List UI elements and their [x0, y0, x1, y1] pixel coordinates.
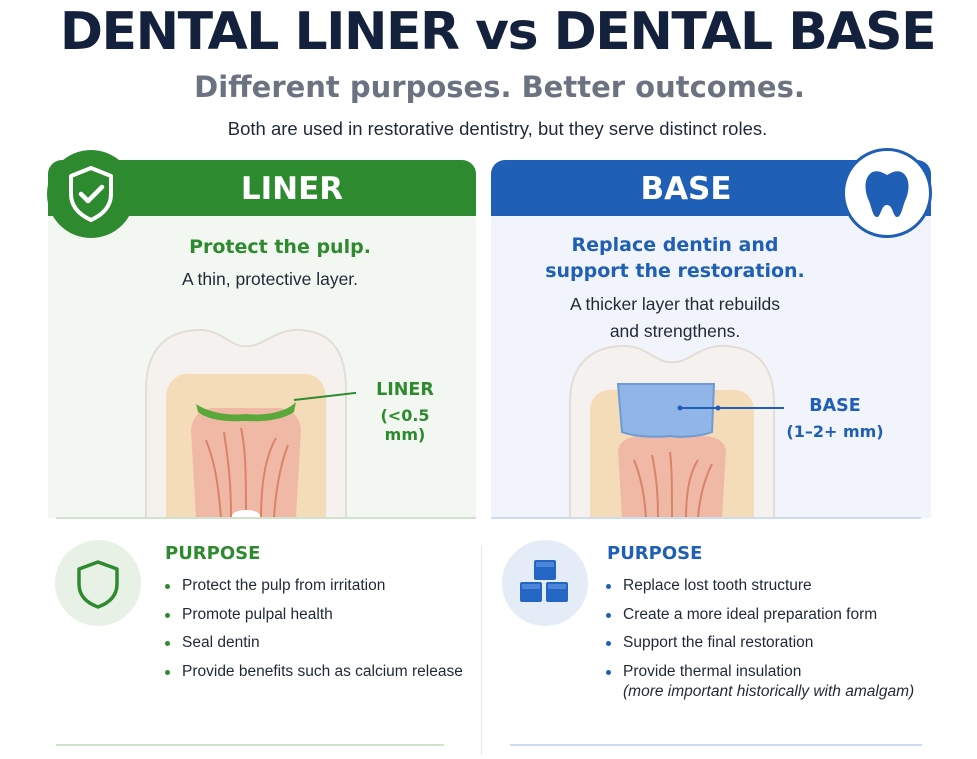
- list-item: Seal dentin: [164, 633, 464, 654]
- liner-tooth-illustration: [145, 328, 356, 518]
- page-subtitle: Different purposes. Better outcomes.: [194, 70, 805, 104]
- base-tagline: Replace dentin and support the restorati…: [470, 232, 880, 284]
- base-callout-size: (1–2+ mm): [786, 422, 884, 441]
- list-item-text: Provide thermal insulation: [623, 662, 802, 680]
- liner-description: A thin, protective layer.: [181, 269, 359, 289]
- liner-divider: [56, 517, 476, 519]
- list-item: Create a more ideal preparation form: [605, 605, 925, 626]
- purpose-note: (more important historically with amalga…: [623, 683, 915, 700]
- base-tooth-illustration: [569, 344, 784, 518]
- shield-check-icon: [47, 150, 135, 238]
- liner-bottom-rule: [56, 744, 444, 746]
- shield-icon: [55, 540, 141, 626]
- base-callout: BASE (1–2+ mm): [785, 396, 885, 441]
- liner-callout-name: LINER: [376, 380, 434, 400]
- base-purpose-list: Replace lost tooth structure Create a mo…: [605, 576, 925, 711]
- page-title: DENTAL LINER vs DENTAL BASE: [59, 2, 937, 62]
- list-item: Protect the pulp from irritation: [164, 576, 464, 597]
- base-bottom-rule: [510, 744, 922, 746]
- liner-purpose-heading: PURPOSE: [165, 543, 261, 564]
- base-callout-name: BASE: [809, 396, 861, 416]
- base-description: A thicker layer that rebuilds and streng…: [470, 291, 880, 345]
- list-item: Replace lost tooth structure: [605, 576, 925, 597]
- column-separator: [481, 545, 482, 755]
- base-divider: [491, 517, 921, 519]
- list-item: Provide thermal insulation (more importa…: [605, 662, 925, 703]
- base-purpose-heading: PURPOSE: [607, 543, 703, 564]
- liner-purpose-list: Protect the pulp from irritation Promote…: [164, 576, 464, 690]
- list-item: Support the final restoration: [605, 633, 925, 654]
- liner-tagline: Protect the pulp.: [189, 236, 371, 258]
- liner-callout-size: (<0.5 mm): [380, 406, 430, 444]
- liner-callout: LINER (<0.5 mm): [360, 380, 450, 444]
- intro-text: Both are used in restorative dentistry, …: [227, 118, 768, 139]
- list-item: Provide benefits such as calcium release: [164, 662, 464, 683]
- base-tagline-line1: Replace dentin and: [571, 234, 779, 256]
- list-item: Promote pulpal health: [164, 605, 464, 626]
- base-description-line2: and strengthens.: [609, 321, 741, 341]
- base-tagline-line2: support the restoration.: [545, 260, 805, 282]
- cubes-icon: [502, 540, 588, 626]
- base-description-line1: A thicker layer that rebuilds: [569, 294, 781, 314]
- tooth-icon: [842, 148, 932, 238]
